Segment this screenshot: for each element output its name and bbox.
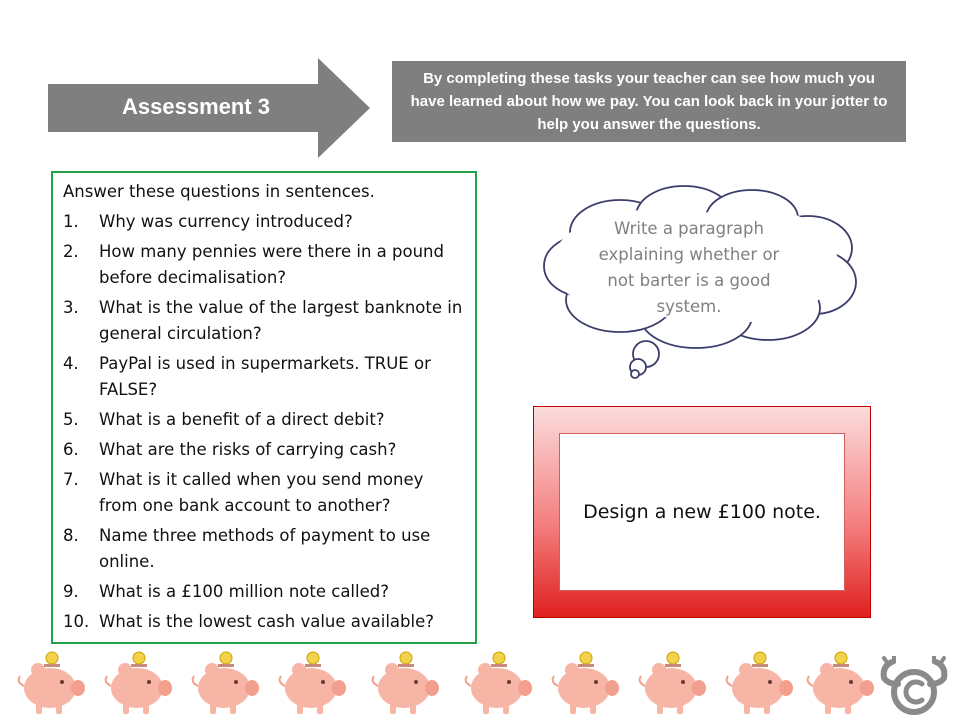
question-text: What is a benefit of a direct debit?: [99, 410, 385, 429]
piggy-bank-icon: [725, 651, 793, 714]
questions-panel: Answer these questions in sentences. 1. W…: [51, 171, 477, 644]
piggy-bank-icon: [191, 651, 259, 714]
piggy-bank-icon: [371, 651, 439, 714]
design-note-frame: Design a new £100 note.: [533, 406, 871, 618]
questions-list: 1. Why was currency introduced? 2. How man…: [63, 209, 465, 635]
question-item: 6. What are the risks of carrying cash?: [63, 437, 465, 463]
piggy-bank-icon: [278, 651, 346, 714]
piggy-bank-icon: [638, 651, 706, 714]
question-number: 4.: [63, 354, 79, 373]
questions-intro: Answer these questions in sentences.: [63, 182, 375, 201]
question-item: 5. What is a benefit of a direct debit?: [63, 407, 465, 433]
barter-task-text: Write a paragraph explaining whether or …: [598, 219, 780, 316]
question-number: 1.: [63, 212, 79, 231]
question-text: What is a £100 million note called?: [99, 582, 389, 601]
question-number: 2.: [63, 242, 79, 261]
thought-cloud-icon: [543, 185, 857, 379]
question-number: 5.: [63, 410, 79, 429]
question-item: 4. PayPal is used in supermarkets. TRUE o…: [63, 351, 465, 403]
question-number: 9.: [63, 582, 79, 601]
piggy-bank-row: [0, 648, 960, 720]
question-text: What is the lowest cash value available?: [99, 612, 435, 631]
piggy-bank-icon: [104, 651, 172, 714]
assessment-title: Assessment 3: [122, 94, 270, 119]
question-text: Why was currency introduced?: [99, 212, 353, 231]
assessment-arrow: [48, 58, 370, 158]
design-note-text: Design a new £100 note.: [583, 501, 821, 523]
piggy-bank-icon: [551, 651, 619, 714]
question-item: 1. Why was currency introduced?: [63, 209, 465, 235]
design-note-task: Design a new £100 note.: [559, 433, 845, 591]
piggy-bank-icon: [464, 651, 532, 714]
question-number: 6.: [63, 440, 79, 459]
question-number: 10.: [63, 612, 90, 631]
question-item: 10. What is the lowest cash value availab…: [63, 609, 465, 635]
question-text: How many pennies were there in a pound b…: [99, 242, 444, 287]
question-item: 7. What is it called when you send money …: [63, 467, 465, 519]
question-item: 8. Name three methods of payment to use o…: [63, 523, 465, 575]
question-item: 2. How many pennies were there in a pound…: [63, 239, 465, 291]
question-number: 7.: [63, 470, 79, 489]
question-number: 3.: [63, 298, 79, 317]
piggy-bank-icon: [17, 651, 85, 714]
question-number: 8.: [63, 526, 79, 545]
question-item: 3. What is the value of the largest bankn…: [63, 295, 465, 347]
question-text: What is it called when you send money fr…: [99, 470, 424, 515]
question-text: Name three methods of payment to use onl…: [99, 526, 431, 571]
question-item: 9. What is a £100 million note called?: [63, 579, 465, 605]
piggy-bank-icon: [806, 651, 874, 714]
question-text: What are the risks of carrying cash?: [99, 440, 397, 459]
intro-instructions: By completing these tasks your teacher c…: [392, 61, 906, 142]
moose-copyright-icon: [880, 656, 948, 715]
question-text: What is the value of the largest banknot…: [99, 298, 463, 343]
question-text: PayPal is used in supermarkets. TRUE or …: [99, 354, 431, 399]
